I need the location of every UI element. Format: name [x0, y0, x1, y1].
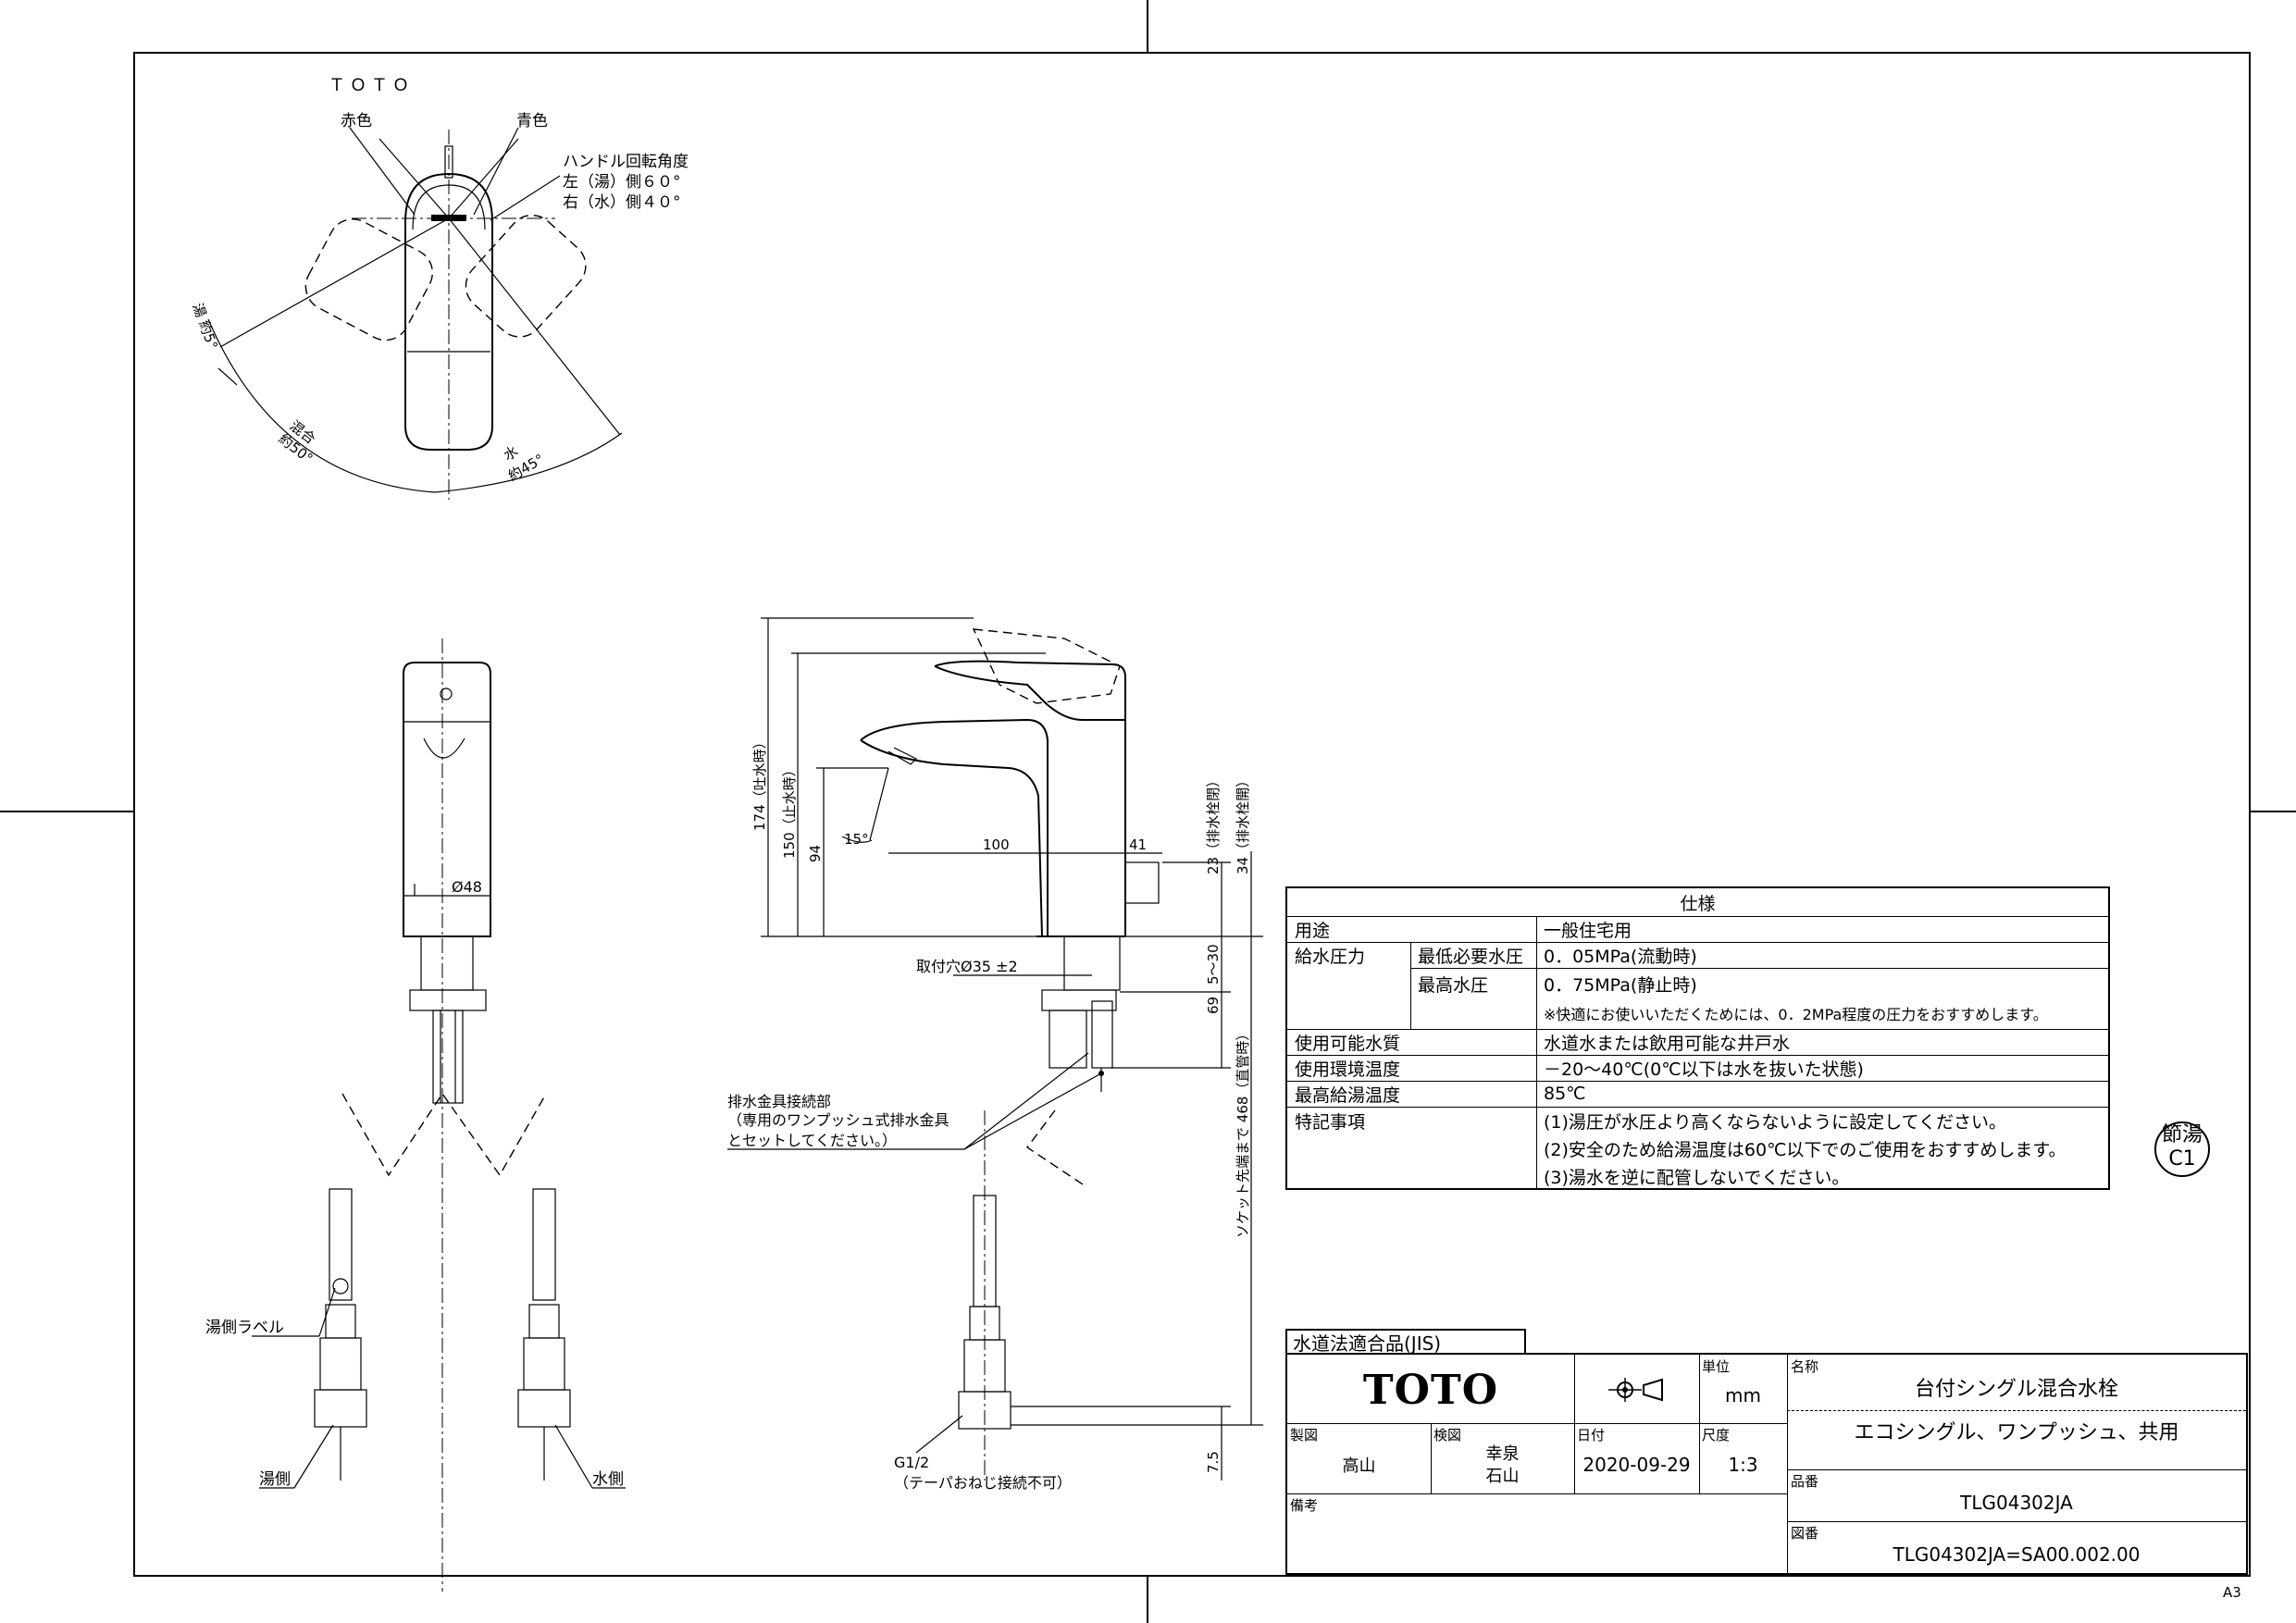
- spec-value-use: 一般住宅用: [1544, 920, 1632, 941]
- spec-value-maxtemp: 85℃: [1544, 1084, 1586, 1104]
- title-block: TOTO 単位 mm 名称 台付シングル混合水栓 エコシングル、ワンプッシュ、共…: [1285, 1353, 2248, 1575]
- drain-note-2: （専用のワンプッシュ式排水金具: [727, 1111, 949, 1129]
- sheet-border: [133, 52, 2251, 1577]
- water-side: 水側: [592, 1470, 624, 1489]
- stamp-line-1: 節湯: [2161, 1123, 2203, 1146]
- drawing-number: TLG04302JA=SA00.002.00: [1893, 1543, 2141, 1566]
- rotation-title: ハンドル回転角度: [563, 153, 689, 171]
- spec-label-env: 使用環境温度: [1295, 1059, 1401, 1080]
- spec-header: 仕様: [1680, 893, 1716, 914]
- spec-label-maxtemp: 最高給湯温度: [1295, 1084, 1401, 1106]
- rotation-left: 左（湯）側６０°: [563, 173, 681, 192]
- dim-468: ソケット先端まで 468（直管時）: [1235, 1027, 1251, 1238]
- name-label: 名称: [1791, 1358, 1819, 1375]
- spec-value-min: 0．05MPa(流動時): [1544, 946, 1697, 967]
- spec-table: 仕様 用途 一般住宅用 給水圧力 最低必要水圧 0．05MPa(流動時) 最高水…: [1285, 886, 2110, 1190]
- dim-41: 41: [1129, 836, 1147, 853]
- part-number: TLG04302JA: [1960, 1492, 2073, 1514]
- date-value: 2020-09-29: [1582, 1454, 1691, 1476]
- front-view: Ø48 湯側ラベル 湯側 水側: [205, 638, 626, 1592]
- part-label: 品番: [1791, 1473, 1819, 1490]
- spec-value-env: －20～40℃(0℃以下は水を抜いた状態): [1544, 1059, 1864, 1080]
- thread-note: （テーパおねじ接続不可）: [894, 1474, 1072, 1492]
- dim-69: 69: [1205, 997, 1222, 1014]
- water-label: 水: [501, 442, 521, 464]
- drain-note-1: 排水金具接続部: [727, 1093, 831, 1110]
- dim-94: 94: [807, 845, 824, 862]
- dim-5-30: 5～30: [1205, 944, 1222, 985]
- top-brand: ＴＯＴＯ: [329, 76, 414, 95]
- spec-pressure-note: ※快適にお使いいただくためには、0．2MPa程度の圧力をおすすめします。: [1544, 1006, 2048, 1023]
- checked-by-2: 石山: [1485, 1467, 1520, 1486]
- rotation-right: 右（水）側４０°: [563, 193, 681, 212]
- water-saving-stamp: 節湯 C1: [2154, 1121, 2210, 1177]
- dim-7-5: 7.5: [1205, 1451, 1222, 1473]
- dim-150: 150（止水時）: [781, 762, 798, 859]
- drain-note-3: とセットしてください。）: [727, 1132, 897, 1149]
- brand-logo: TOTO: [1362, 1366, 1499, 1414]
- blue-label: 青色: [516, 112, 548, 130]
- socket-note: ソケット先端まで: [1235, 1127, 1251, 1238]
- drawing-label: 図番: [1791, 1525, 1819, 1542]
- spec-label-notes: 特記事項: [1295, 1111, 1366, 1133]
- spec-sub-max: 最高水圧: [1418, 974, 1489, 996]
- spec-value-quality: 水道水または飲用可能な井戸水: [1544, 1033, 1791, 1054]
- spec-value-max: 0．75MPa(静止時): [1544, 974, 1697, 996]
- date-label: 日付: [1577, 1427, 1606, 1443]
- stamp-line-2: C1: [2168, 1147, 2196, 1171]
- checked-label: 検図: [1433, 1427, 1462, 1443]
- hot-range-label: 湯 約5°: [189, 301, 221, 352]
- hot-side: 湯側: [259, 1470, 291, 1489]
- spec-note-1: (1)湯圧が水圧より高くならないように設定してください。: [1544, 1111, 2007, 1133]
- dim-100: 100: [983, 836, 1010, 853]
- projection-icon: [1607, 1378, 1663, 1402]
- spec-note-3: (3)湯水を逆に配管しないでください。: [1544, 1167, 1850, 1188]
- top-view: ＴＯＴＯ 赤色 青色 ハンドル回転角度 左（湯）側６０° 右（水）側４０° 湯 …: [189, 76, 689, 500]
- jis-label: 水道法適合品(JIS): [1285, 1329, 1526, 1355]
- thread: G1/2: [894, 1454, 929, 1471]
- mount-hole: 取付穴Ø35 ±2: [916, 958, 1018, 975]
- hot-side-label: 湯側ラベル: [205, 1319, 284, 1337]
- dim-468-value: 468（直管時）: [1235, 1027, 1251, 1123]
- side-view: 174（吐水時） 150（止水時） 94 15° 100 41 23（排水栓閉）…: [727, 617, 1263, 1492]
- unit-label: 単位: [1702, 1358, 1731, 1375]
- spec-label-use: 用途: [1295, 920, 1331, 941]
- drawn-by: 高山: [1342, 1456, 1376, 1476]
- spec-label-pressure: 給水圧力: [1295, 946, 1366, 967]
- product-name-1: 台付シングル混合水栓: [1914, 1378, 2118, 1401]
- unit-value: mm: [1725, 1384, 1761, 1406]
- spec-note-2: (2)安全のため給湯温度は60℃以下でのご使用をおすすめします。: [1544, 1139, 2066, 1160]
- remarks-label: 備考: [1290, 1497, 1319, 1514]
- red-label: 赤色: [341, 112, 372, 130]
- dim-23: 23（排水栓閉）: [1205, 774, 1222, 874]
- spec-label-quality: 使用可能水質: [1295, 1033, 1401, 1054]
- dim-174: 174（吐水時）: [751, 735, 768, 831]
- front-diameter: Ø48: [452, 878, 482, 896]
- brand-logo-cell: TOTO: [1287, 1360, 1574, 1419]
- dim-34: 34（排水栓開）: [1235, 774, 1251, 874]
- product-name-2: エコシングル、ワンプッシュ、共用: [1854, 1421, 2179, 1444]
- projection-symbol: [1574, 1360, 1699, 1419]
- drawn-label: 製図: [1290, 1427, 1319, 1443]
- sheet-size: A3: [2223, 1584, 2241, 1601]
- hot-range-text: 湯 約5°: [189, 301, 221, 352]
- angle-15: 15°: [844, 831, 869, 848]
- checked-by-1: 幸泉: [1485, 1444, 1520, 1464]
- scale-value: 1:3: [1728, 1454, 1758, 1476]
- scale-label: 尺度: [1702, 1427, 1731, 1443]
- spec-sub-min: 最低必要水圧: [1418, 946, 1524, 967]
